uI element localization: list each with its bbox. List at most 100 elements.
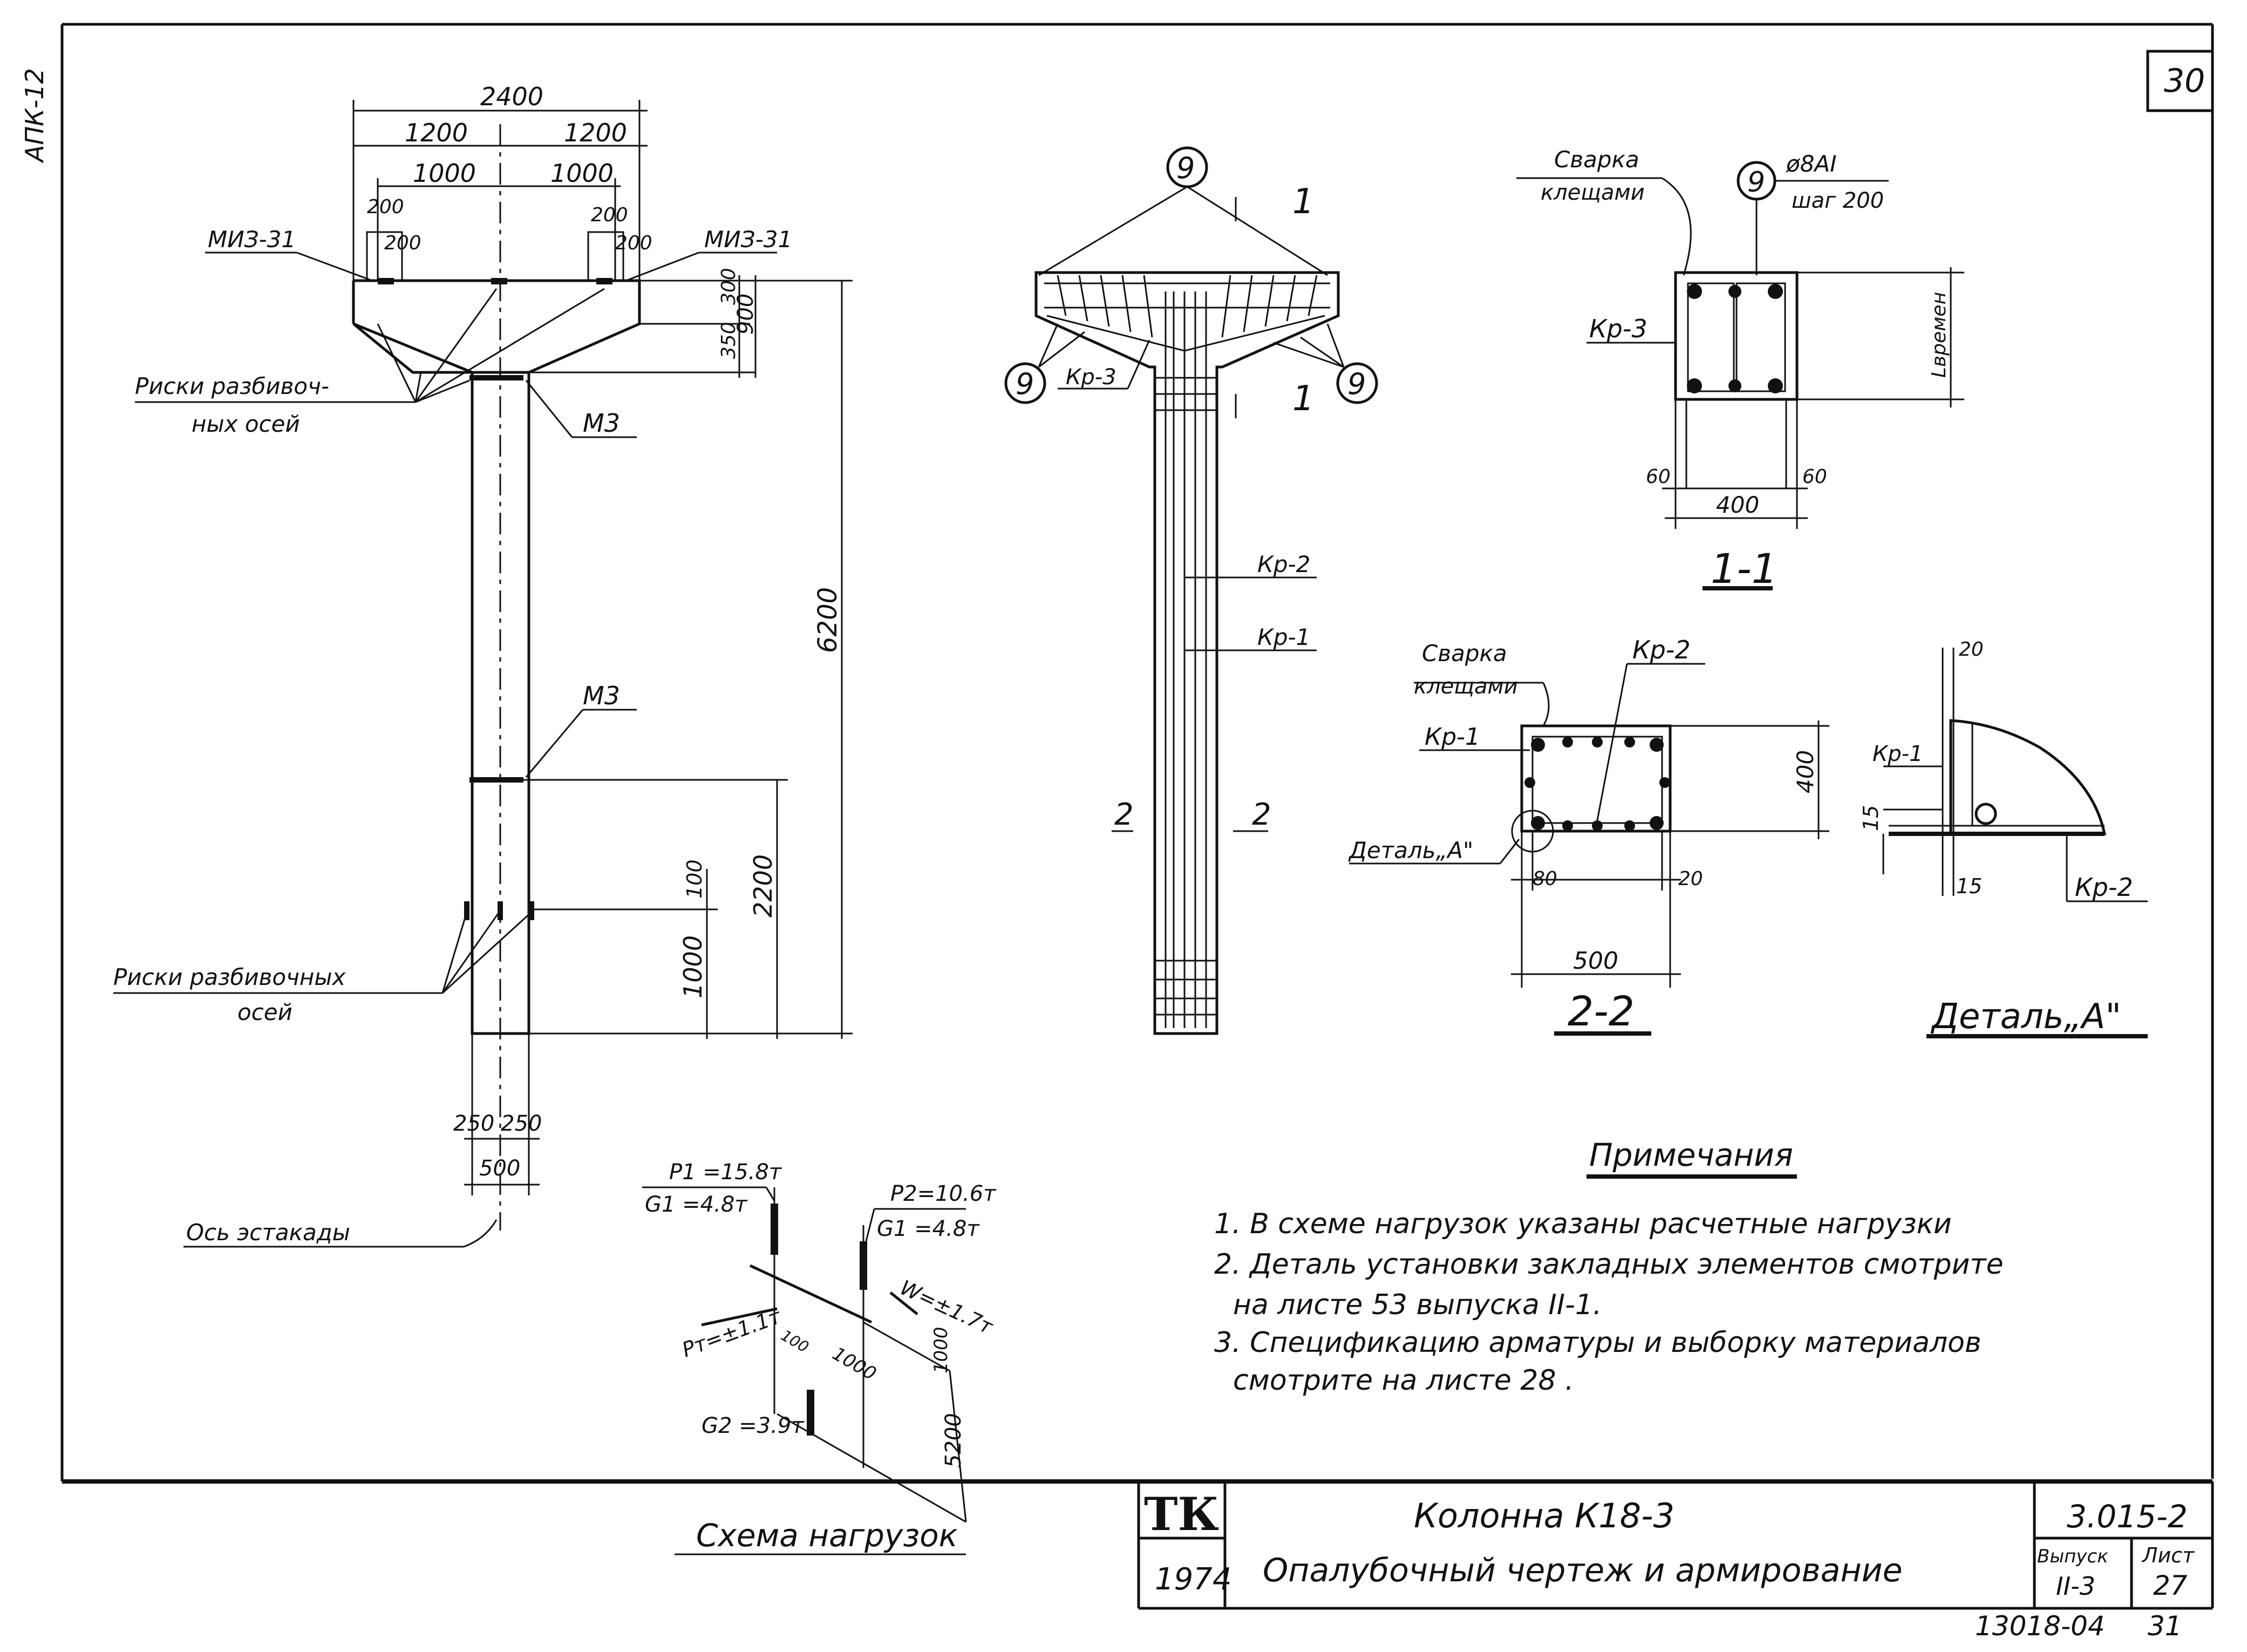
tb-subtitle: Опалубочный чертеж и армирование [1263,1552,1903,1589]
dim-plate-right-b: 200 [615,232,652,254]
page-number: 30 [2164,62,2205,100]
axis-marks-bottom-line1: Риски разбивочных [113,964,346,990]
dim-top-depth-1: 300 [718,268,740,305]
kp2-label: Кр-2 [1257,551,1310,577]
tb-issue-label: Выпуск [2037,1546,2108,1567]
s1-dim-vertical: Lвремен [1928,292,1950,378]
embed-label-right: МИЗ-31 [704,226,792,253]
axis-marks-top-line2: ных осей [192,411,300,437]
ls-g1-right: G1 =4.8т [877,1216,980,1241]
dim-half-left: 1200 [405,118,468,147]
ls-pt: Pт=±1.1т [679,1304,785,1362]
trestle-axis-label: Ось эстакады [186,1219,350,1246]
s1-bar-spec-line1: ø8АI [1786,151,1837,177]
m3-label-middle: М3 [583,681,620,710]
dim-lower-height: 2200 [748,854,778,917]
da-kp2-label: Кр-2 [2075,873,2133,902]
kp1-label: Кр-1 [1257,624,1310,650]
mesh-mark-right: 9 [1347,367,1366,401]
s2-dim-width: 500 [1573,947,1618,975]
dim-height: 6200 [813,587,843,653]
tb-code: 3.015-2 [2067,1498,2188,1535]
margin-stamp: АПК-12 [20,68,49,164]
section-1-1 [1516,161,1964,590]
note-line-3: на листе 53 выпуска II-1. [1233,1289,1602,1321]
kp3-label: Кр-3 [1066,365,1116,390]
axis-marks-bottom-line2: осей [237,999,292,1025]
reinforcement-view [1004,146,1378,1035]
dim-plate-left-b: 200 [384,232,421,254]
detail-a [1882,648,2148,1038]
dim-plate-left-a: 200 [367,196,404,218]
note-line-4: 3. Спецификацию арматуры и выборку матер… [1214,1327,1982,1359]
note-line-1: 1. В схеме нагрузок указаны расчетные на… [1214,1208,1952,1240]
embed-label-left: МИЗ-31 [208,226,296,253]
title-block [1137,1480,2214,1610]
s1-mark: 9 [1747,166,1765,199]
ls-g1-left: G1 =4.8т [645,1192,748,1217]
section-2-2 [1349,663,1829,1036]
s1-dim-width: 400 [1716,492,1759,518]
mesh-mark-top: 9 [1176,151,1195,185]
s1-weld-label-line1: Сварка [1554,146,1639,173]
ls-dim-height: 5200 [941,1413,966,1468]
note-line-5: смотрите на листе 28 . [1233,1364,1574,1397]
s1-kp3-label: Кр-3 [1589,314,1647,343]
tb-issue: II-3 [2056,1572,2095,1601]
dim-inner-right: 1000 [550,159,614,188]
axis-marks-top-line1: Риски разбивоч- [135,373,329,399]
s2-weld-label-line2: клещами [1414,674,1518,699]
da-dim-bottom: 15 [1956,874,1982,898]
load-scheme [642,1186,967,1555]
stirrups-top [1057,275,1318,338]
ls-dim-a: 100 [778,1326,812,1356]
s1-dim-left: 60 [1646,466,1671,488]
dim-half-right: 1200 [564,118,627,147]
s1-dim-right: 60 [1802,466,1827,488]
section-2-mark-left: 2 [1114,797,1134,832]
s2-title: 2-2 [1568,987,1635,1035]
column-elevation [352,124,641,1230]
s2-kp1-label: Кр-1 [1425,723,1480,751]
dim-column-width: 500 [479,1156,520,1181]
tb-sheet: 27 [2153,1570,2188,1601]
ls-p2: P2=10.6т [890,1181,997,1206]
section-2-mark-right: 2 [1252,797,1271,832]
tb-logo: ТК [1144,1487,1219,1541]
section-1-mark-bottom: 1 [1292,379,1315,419]
s2-dim-right: 20 [1678,868,1703,890]
dim-cap-depth: 900 [733,294,758,335]
s2-weld-label-line1: Сварка [1422,640,1507,667]
elevation-leaders [113,251,777,1248]
section-1-mark-top: 1 [1292,182,1315,222]
ls-title: Схема нагрузок [696,1517,958,1554]
m3-label-upper: М3 [583,409,620,438]
s2-dim-height: 400 [1792,750,1819,793]
ls-p1: P1 =15.8т [669,1160,782,1185]
da-dim-left: 15 [1859,805,1883,831]
ls-dim-b: 1000 [829,1343,880,1385]
dim-left-half-width: 250 [453,1111,494,1136]
notes-heading: Примечания [1589,1137,1793,1173]
dim-top-depth-2: 350 [718,322,740,359]
elevation-dimensions [352,100,853,1195]
note-line-2: 2. Деталь установки закладных элементов … [1214,1248,2004,1281]
tb-year: 1974 [1155,1562,1232,1597]
s1-bar-spec-line2: шаг 200 [1792,188,1884,213]
dim-inner-left: 1000 [413,159,476,188]
tb-title: Колонна К18-3 [1414,1496,1674,1535]
s1-weld-label-line2: клещами [1541,180,1645,205]
footer-number: 13018-04 [1975,1610,2105,1642]
da-dim-top: 20 [1959,638,1984,661]
da-kp1-label: Кр-1 [1872,742,1923,766]
stirrups-column [1155,377,1217,1016]
ls-dim-c: 1000 [930,1327,952,1374]
footer-page: 31 [2148,1610,2182,1642]
ls-g2: G2 =3.9т [702,1413,805,1438]
tb-sheet-label: Лист [2141,1544,2195,1567]
dim-mark-offset: 100 [683,859,706,899]
s1-title: 1-1 [1711,545,1778,593]
da-title: Деталь„А" [1930,997,2121,1037]
dim-plate-right-a: 200 [591,204,628,226]
